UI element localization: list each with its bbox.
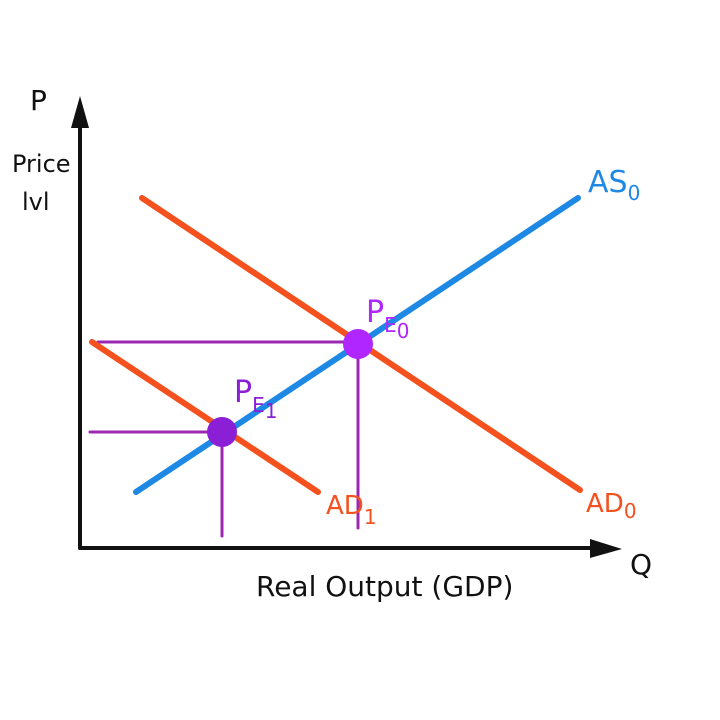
- e1-label: PE1: [234, 375, 277, 423]
- y-axis-label-line1: Price: [12, 150, 71, 178]
- e0-label-sub: E: [384, 313, 397, 337]
- ad1-label: AD1: [326, 491, 377, 529]
- x-axis-arrowhead: [590, 539, 622, 558]
- equilibrium-e0-point: [343, 329, 373, 359]
- e0-label-main: P: [366, 295, 384, 330]
- equilibrium-e1-point: [207, 417, 237, 447]
- y-axis-label-line2: lvl: [22, 188, 50, 216]
- as0-label-sub: 0: [628, 181, 641, 205]
- e0-label-sub2: 0: [397, 319, 410, 343]
- ad0-label-main: AD: [586, 489, 624, 519]
- as0-label-main: AS: [588, 165, 628, 200]
- ad1-label-main: AD: [326, 491, 364, 521]
- ad1-label-sub: 1: [364, 505, 377, 529]
- as0-label: AS0: [588, 165, 640, 205]
- e0-label: PE0: [366, 295, 409, 343]
- y-axis-arrowhead: [71, 96, 89, 128]
- e1-label-sub: E: [252, 393, 265, 417]
- e1-label-sub2: 1: [265, 399, 278, 423]
- ad0-label: AD0: [586, 489, 637, 523]
- y-axis-symbol: P: [30, 84, 47, 117]
- e1-label-main: P: [234, 375, 252, 410]
- x-axis-symbol: Q: [630, 548, 652, 581]
- ad0-label-sub: 0: [624, 499, 637, 523]
- x-axis-label: Real Output (GDP): [256, 570, 513, 603]
- ad1-curve: [89, 339, 321, 495]
